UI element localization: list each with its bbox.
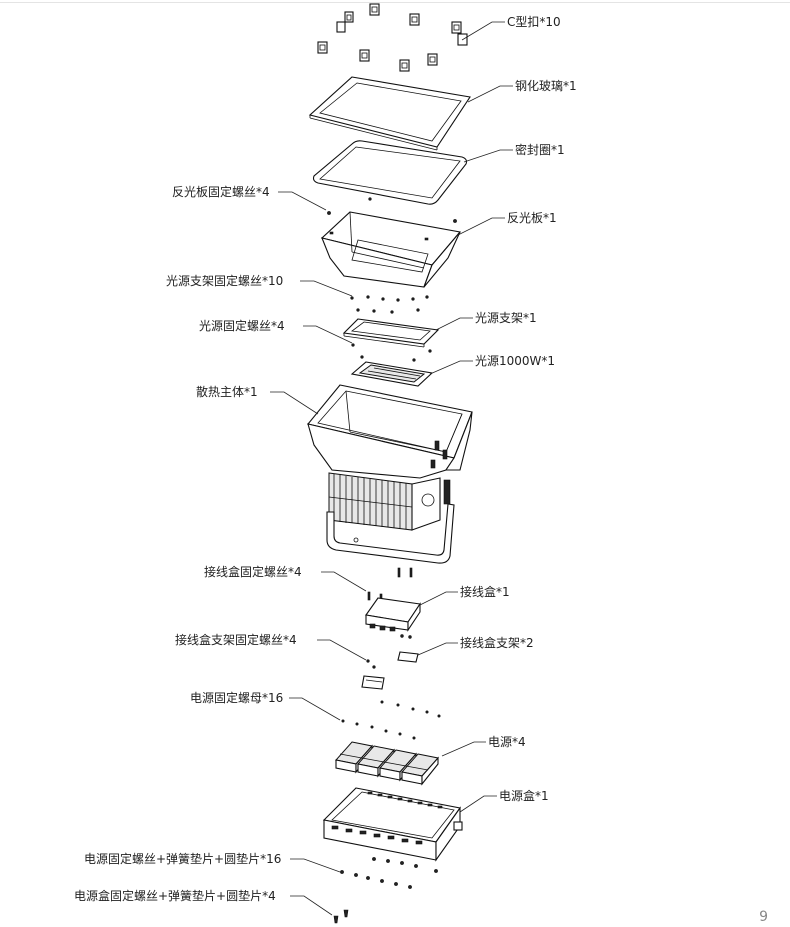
label-power-supply: 电源*4 [488, 735, 526, 749]
light-source [350, 361, 434, 387]
label-junction-bracket: 接线盒支架*2 [460, 636, 534, 650]
junction-box-screws [367, 567, 413, 603]
label-seal-ring: 密封圈*1 [515, 143, 565, 157]
label-psu-screws: 电源固定螺丝+弹簧垫片+圆垫片*16 [84, 852, 282, 866]
label-psu-box-screws: 电源盒固定螺丝+弹簧垫片+圆垫片*4 [74, 889, 276, 903]
label-psu-nuts: 电源固定螺母*16 [190, 691, 284, 705]
label-tempered-glass: 钢化玻璃*1 [515, 79, 577, 93]
leader-lines [270, 21, 513, 916]
psu-box-screws [333, 909, 349, 924]
heat-sink-body [307, 384, 473, 564]
tempered-glass [308, 76, 471, 151]
label-light-source-screws: 光源固定螺丝*4 [199, 319, 285, 333]
top-rule [0, 2, 790, 3]
psu-nuts [341, 700, 441, 740]
light-bracket-screws [350, 295, 429, 314]
junction-box [365, 597, 421, 639]
power-supply-box [322, 787, 463, 862]
psu-screws [340, 857, 438, 889]
power-supplies [335, 741, 439, 786]
reflector [320, 211, 462, 288]
label-c-clip: C型扣*10 [507, 15, 561, 29]
label-junction-bracket-screws: 接线盒支架固定螺丝*4 [175, 633, 297, 647]
label-light-bracket: 光源支架*1 [475, 311, 537, 325]
label-light-bracket-screws: 光源支架固定螺丝*10 [166, 274, 284, 288]
junction-bracket-screws [366, 659, 376, 669]
page-number: 9 [759, 909, 768, 925]
label-reflector: 反光板*1 [507, 211, 557, 225]
label-junction-box-screws: 接线盒固定螺丝*4 [204, 565, 302, 579]
light-source-screws [351, 343, 432, 362]
label-power-supply-box: 电源盒*1 [499, 789, 549, 803]
junction-bracket [361, 651, 419, 690]
light-bracket [342, 318, 440, 348]
label-reflector-screws: 反光板固定螺丝*4 [172, 185, 270, 199]
label-junction-box: 接线盒*1 [460, 585, 510, 599]
label-heat-sink-body: 散热主体*1 [196, 385, 258, 399]
c-clips [317, 3, 468, 72]
seal-ring [312, 140, 468, 205]
label-light-source: 光源1000W*1 [475, 354, 556, 368]
